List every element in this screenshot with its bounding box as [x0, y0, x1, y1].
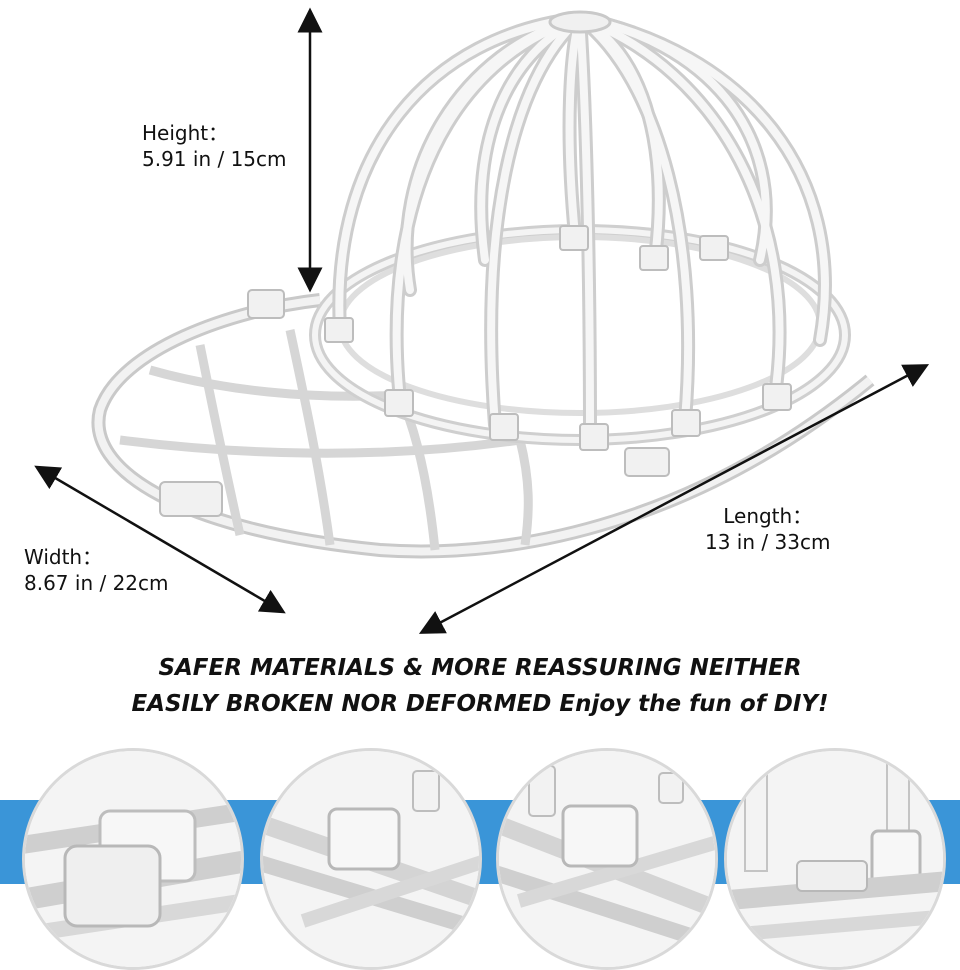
- width-value: 8.67 in / 22cm: [24, 571, 169, 595]
- detail-rib-joint: [724, 748, 946, 970]
- height-label-title: Height：: [142, 121, 229, 145]
- height-value: 5.91 in / 15cm: [142, 147, 287, 171]
- length-label: Length： 13 in / 33cm: [705, 503, 830, 555]
- headline-line-2: EASILY BROKEN NOR DEFORMED Enjoy the fun…: [131, 691, 829, 717]
- width-label: Width： 8.67 in / 22cm: [24, 544, 169, 596]
- detail-connector-left-image: [263, 751, 479, 967]
- top-hub: [548, 10, 612, 34]
- dome-ribs: [332, 11, 832, 442]
- detail-rib-joint-image: [727, 751, 943, 967]
- length-value: 13 in / 33cm: [705, 530, 831, 554]
- detail-connector-right-image: [499, 751, 715, 967]
- headline-line-1: SAFER MATERIALS & MORE REASSURING NEITHE…: [158, 655, 802, 681]
- width-arrow: [34, 465, 286, 614]
- hat-washer-cage-illustration: [34, 7, 930, 634]
- connector-clips: [159, 225, 792, 517]
- length-arrow: [418, 364, 930, 634]
- detail-connector-right: [496, 748, 718, 970]
- detail-connector-left: [260, 748, 482, 970]
- detail-clip-front: [22, 748, 244, 970]
- length-label-title: Length：: [723, 504, 813, 528]
- width-label-title: Width：: [24, 545, 103, 569]
- feature-headline: SAFER MATERIALS & MORE REASSURING NEITHE…: [0, 650, 960, 722]
- height-label: Height： 5.91 in / 15cm: [142, 120, 287, 172]
- detail-clip-front-image: [25, 751, 241, 967]
